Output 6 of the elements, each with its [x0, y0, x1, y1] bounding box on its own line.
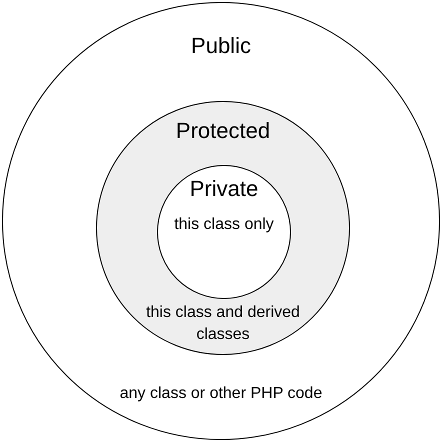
access-description: any class or other PHP code [118, 384, 324, 404]
region-heading: Protected [176, 118, 270, 144]
access-description: this class only [173, 215, 275, 235]
region-heading: Public [191, 33, 251, 59]
region-heading: Private [190, 176, 258, 202]
access-description: this class and derived classes [145, 303, 301, 345]
